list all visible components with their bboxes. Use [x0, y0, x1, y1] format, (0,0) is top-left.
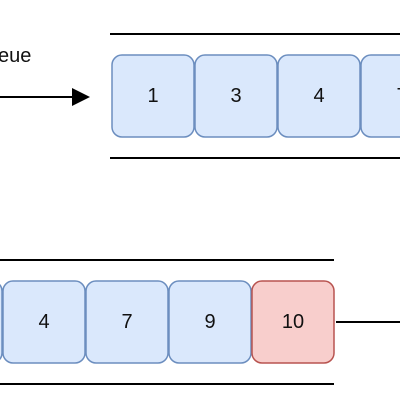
- enqueue-arrow-head: [72, 88, 90, 106]
- queue-bottom-cell-2: [85, 280, 169, 364]
- queue-bottom-cell-value-3: 9: [204, 311, 215, 333]
- queue-top-cell-3: [360, 54, 400, 138]
- queue-bottom-cell-4: [251, 280, 335, 364]
- queue-top-cell-value-0: 1: [147, 85, 158, 107]
- queue-bottom-cell-1: [2, 280, 86, 364]
- queue-top-cell-0: [111, 54, 195, 138]
- enqueue-label: eue: [0, 45, 31, 67]
- queue-bottom-cell-value-4: 10: [282, 311, 304, 333]
- queue-top-cell-1: [194, 54, 278, 138]
- queue-top-cell-value-2: 4: [313, 85, 324, 107]
- queue-top-cell-value-1: 3: [230, 85, 241, 107]
- queue-bottom-cells: 4 7 9 10: [0, 280, 335, 364]
- queue-bottom-cell-value-1: 4: [38, 311, 49, 333]
- queue-top-cells: 1 3 4 7: [111, 54, 400, 138]
- queue-top-cell-2: [277, 54, 361, 138]
- queue-top-cell-value-3: 7: [396, 85, 400, 107]
- queue-bottom-cell-0: [0, 283, 3, 361]
- queue-bottom-cell-value-2: 7: [121, 311, 132, 333]
- queue-bottom-cell-3: [168, 280, 252, 364]
